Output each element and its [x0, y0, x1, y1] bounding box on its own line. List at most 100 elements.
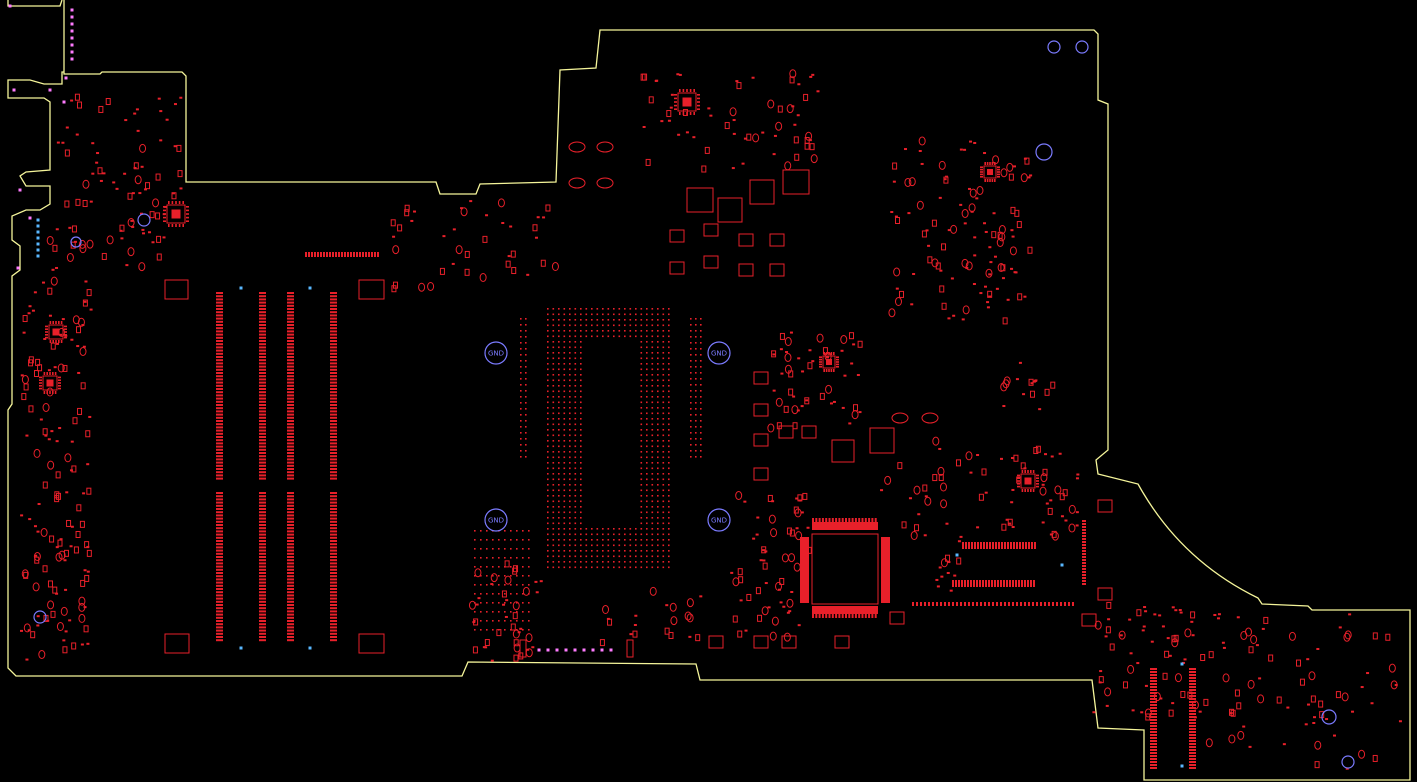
- pad: [635, 544, 637, 547]
- pad: [569, 407, 571, 409]
- pad: [737, 630, 743, 638]
- pad: [142, 232, 146, 235]
- pad: [563, 489, 566, 492]
- pad: [767, 606, 771, 609]
- pad: [563, 319, 566, 321]
- pad: [668, 412, 670, 415]
- pad: [1189, 713, 1196, 715]
- pad: [1150, 683, 1157, 685]
- pad-oval: [950, 224, 958, 234]
- pad: [959, 203, 963, 206]
- pad: [626, 639, 634, 658]
- pad: [858, 614, 861, 618]
- pad: [646, 368, 648, 371]
- pad: [569, 390, 571, 393]
- pad: [1345, 767, 1349, 770]
- pad: [618, 335, 621, 338]
- pad: [168, 201, 170, 204]
- pad: [955, 459, 961, 467]
- pad: [640, 324, 643, 327]
- pad: [1068, 602, 1070, 606]
- pad: [958, 580, 960, 587]
- pad: [287, 298, 294, 301]
- pad: [668, 423, 670, 426]
- pad: [287, 588, 294, 590]
- pad: [668, 473, 670, 475]
- pad: [730, 571, 734, 574]
- pad: [516, 575, 518, 577]
- pad: [819, 356, 822, 358]
- pad: [662, 566, 665, 569]
- pad: [171, 209, 181, 219]
- pad: [646, 352, 648, 354]
- pad: [176, 144, 182, 152]
- pad: [547, 566, 549, 569]
- pad: [580, 528, 582, 530]
- pad: [259, 362, 266, 365]
- pad: [216, 530, 223, 533]
- pad: [819, 361, 822, 363]
- pad: [165, 118, 169, 121]
- pad: [287, 504, 294, 507]
- pad: [259, 543, 266, 546]
- pad: [789, 529, 795, 537]
- pad: [805, 399, 809, 402]
- pad: [633, 624, 637, 627]
- pad: [287, 429, 294, 432]
- pad: [513, 654, 519, 662]
- pad: [828, 614, 831, 618]
- pad: [602, 313, 604, 316]
- pad: [259, 442, 266, 445]
- via: [555, 648, 559, 652]
- pad: [791, 105, 795, 108]
- pad: [998, 542, 1000, 549]
- pad: [762, 549, 766, 552]
- pad: [785, 351, 789, 354]
- pad: [216, 578, 223, 581]
- pad: [953, 574, 957, 577]
- pad: [1018, 361, 1022, 364]
- pad: [657, 440, 659, 442]
- pad-oval: [992, 155, 1000, 165]
- pad: [552, 528, 555, 530]
- pad: [692, 136, 696, 139]
- pad: [751, 76, 755, 79]
- pad: [821, 614, 824, 618]
- pad: [580, 324, 582, 327]
- pad: [552, 473, 555, 475]
- pad: [668, 440, 670, 442]
- pad: [591, 324, 593, 327]
- pad: [993, 255, 997, 258]
- pad: [1030, 382, 1034, 385]
- pad: [569, 440, 571, 442]
- pad: [1023, 467, 1027, 470]
- pad: [326, 252, 328, 257]
- pad: [792, 422, 798, 430]
- pad: [131, 226, 135, 229]
- pad-oval: [910, 531, 918, 541]
- pad: [756, 516, 760, 519]
- pad: [558, 528, 560, 530]
- pad: [330, 423, 337, 426]
- pad: [259, 572, 266, 574]
- pad: [547, 506, 549, 508]
- pad: [596, 566, 599, 569]
- pad: [259, 511, 266, 514]
- pad: [547, 357, 549, 360]
- pad: [64, 331, 67, 333]
- pad: [323, 252, 325, 257]
- pad: [707, 107, 711, 110]
- pad: [1193, 716, 1197, 719]
- pad: [516, 557, 518, 559]
- pad: [510, 620, 512, 622]
- via: [308, 286, 312, 290]
- pad: [287, 536, 294, 539]
- pad: [1189, 734, 1196, 736]
- pad: [404, 209, 410, 217]
- pad: [908, 497, 912, 500]
- pad: [967, 580, 969, 587]
- pad: [591, 566, 593, 569]
- pad: [732, 132, 736, 135]
- pad: [287, 448, 294, 451]
- pad: [159, 110, 163, 113]
